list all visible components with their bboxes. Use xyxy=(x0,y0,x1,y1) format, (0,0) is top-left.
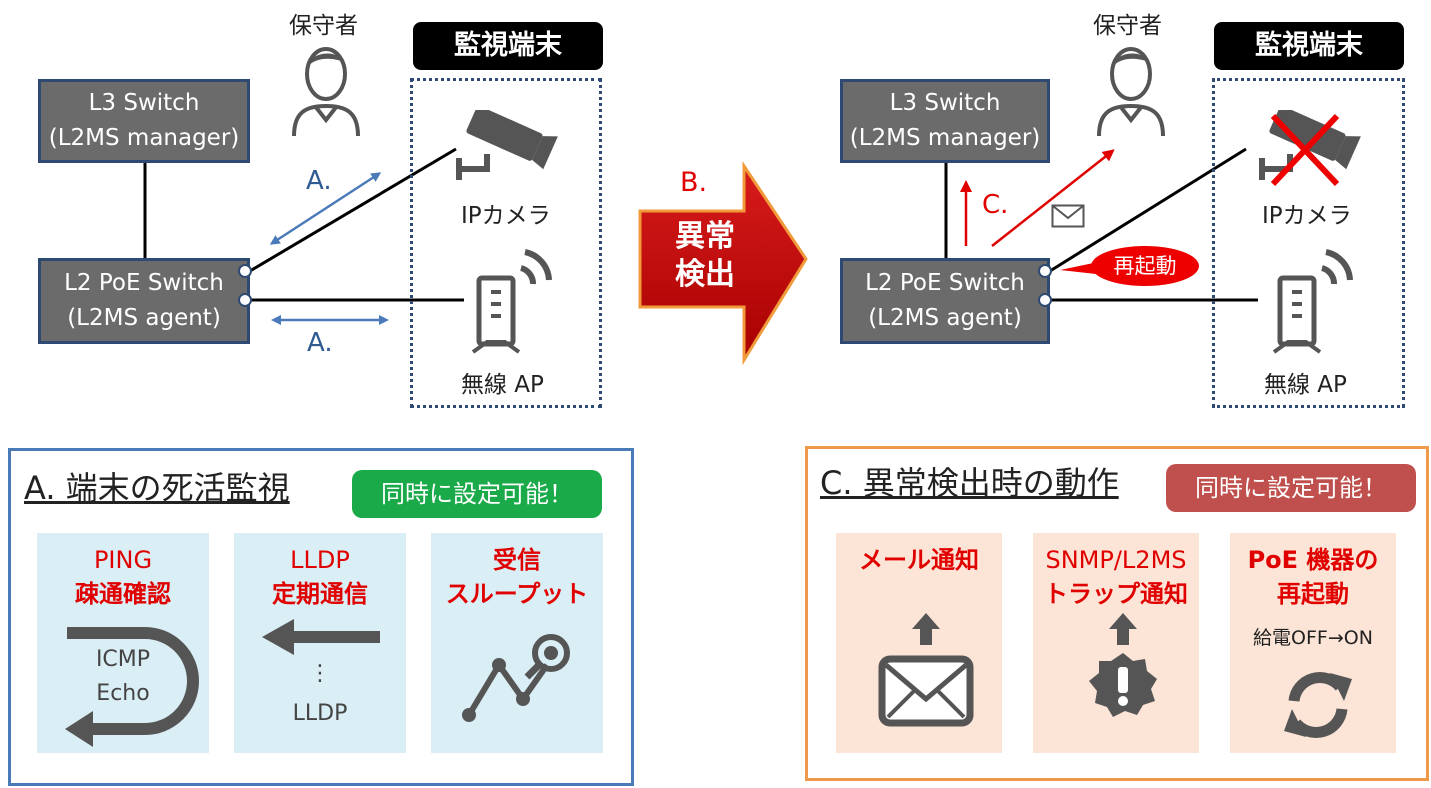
card-body-2: LLDP xyxy=(292,701,348,726)
restart-bubble-text: 再起動 xyxy=(1113,254,1177,278)
l2-switch-left[interactable]: L2 PoE Switch (L2MS agent) xyxy=(38,258,250,344)
mail-icon xyxy=(1051,204,1085,228)
ap-label: 無線 AP xyxy=(1264,372,1347,398)
refresh-icon xyxy=(1284,672,1352,738)
card-ping: PING 疎通確認 ICMP Echo xyxy=(37,533,209,753)
panel-a-badge: 同時に設定可能！ xyxy=(352,470,602,518)
card-throughput: 受信 スループット xyxy=(431,533,603,753)
left-arrow-icon xyxy=(262,619,380,655)
card-title-1: メール通知 xyxy=(859,546,979,574)
step-b-label: B. xyxy=(680,167,708,198)
card-title-2: 定期通信 xyxy=(272,580,368,608)
card-title-2: 再起動 xyxy=(1277,580,1349,608)
arrow-label-a: A. xyxy=(306,166,332,196)
panel-c-title: C. 異常検出時の動作 xyxy=(820,464,1119,502)
detect-arrow-text: 異常 検出 xyxy=(660,218,750,294)
loop-back-arrow-icon xyxy=(65,627,199,747)
card-title-2: 疎通確認 xyxy=(75,580,171,608)
card-title-1: LLDP xyxy=(290,546,350,574)
l3-switch-right[interactable]: L3 Switch (L2MS manager) xyxy=(840,79,1050,163)
card-mail-notify: メール通知 xyxy=(836,533,1002,753)
card-title-1: SNMP/L2MS xyxy=(1045,546,1187,574)
l2-switch-name: L2 PoE Switch xyxy=(865,270,1025,296)
l3-switch-role: (L2MS manager) xyxy=(48,125,240,151)
monitor-group-box xyxy=(1212,78,1405,408)
port-icon xyxy=(1038,264,1052,278)
card-title-1: PING xyxy=(93,546,153,574)
l3-switch-name: L3 Switch xyxy=(889,90,1001,116)
monitor-group-box xyxy=(410,78,602,408)
detect-big-arrow xyxy=(638,161,808,366)
card-poe-restart: PoE 機器の 再起動 給電OFF→ON xyxy=(1230,533,1396,753)
l2-switch-role: (L2MS agent) xyxy=(67,305,221,331)
wireless-ap-icon xyxy=(471,249,552,354)
card-sub: 給電OFF→ON xyxy=(1253,627,1373,649)
card-title-2: スループット xyxy=(445,580,589,608)
card-title-1: PoE 機器の xyxy=(1247,546,1379,574)
port-icon xyxy=(238,264,252,278)
ap-label: 無線 AP xyxy=(461,372,544,398)
detect-text-2: 検出 xyxy=(675,257,735,292)
card-lldp: LLDP 定期通信 ⋮ LLDP xyxy=(234,533,406,753)
card-body-1: ⋮ xyxy=(309,661,331,686)
detect-text-1: 異常 xyxy=(675,219,735,254)
l3-switch-left[interactable]: L3 Switch (L2MS manager) xyxy=(38,79,250,163)
maintainer-label: 保守者 xyxy=(289,13,358,39)
port-icon xyxy=(1038,293,1052,307)
person-icon xyxy=(292,47,360,136)
card-snmp-trap: SNMP/L2MS トラップ通知 xyxy=(1033,533,1199,753)
restart-bubble: 再起動 xyxy=(1091,246,1199,286)
maintainer-label: 保守者 xyxy=(1093,13,1162,39)
throughput-chart-icon xyxy=(462,634,570,722)
panel-a-title: A. 端末の死活監視 xyxy=(24,469,290,507)
person-icon xyxy=(1097,47,1165,136)
alert-arrow-to-maintainer xyxy=(991,149,1115,247)
arrow-label-a: A. xyxy=(307,328,333,358)
ip-camera-icon xyxy=(456,110,558,180)
alert-up-icon xyxy=(1089,613,1157,717)
camera-label: IPカメラ xyxy=(461,203,551,229)
card-body-1: ICMP xyxy=(95,647,151,672)
port-icon xyxy=(238,293,252,307)
monitor-arrow-camera-left xyxy=(269,172,382,245)
l2-switch-role: (L2MS agent) xyxy=(868,305,1022,331)
ip-camera-failed-icon xyxy=(1259,110,1361,187)
step-c-label: C. xyxy=(982,190,1009,220)
mail-up-icon xyxy=(878,613,974,727)
card-body-2: Echo xyxy=(96,681,150,706)
panel-c-badge: 同時に設定可能！ xyxy=(1166,464,1416,512)
l2-switch-name: L2 PoE Switch xyxy=(64,270,224,296)
monitor-title: 監視端末 xyxy=(1214,22,1404,70)
wireless-ap-icon xyxy=(1272,249,1353,354)
l3-switch-name: L3 Switch xyxy=(88,90,200,116)
camera-label: IPカメラ xyxy=(1262,203,1352,229)
monitor-title: 監視端末 xyxy=(413,22,603,70)
card-title-2: トラップ通知 xyxy=(1044,580,1188,608)
card-title-1: 受信 xyxy=(493,546,541,574)
l3-switch-role: (L2MS manager) xyxy=(849,125,1041,151)
l2-switch-right[interactable]: L2 PoE Switch (L2MS agent) xyxy=(840,258,1050,344)
